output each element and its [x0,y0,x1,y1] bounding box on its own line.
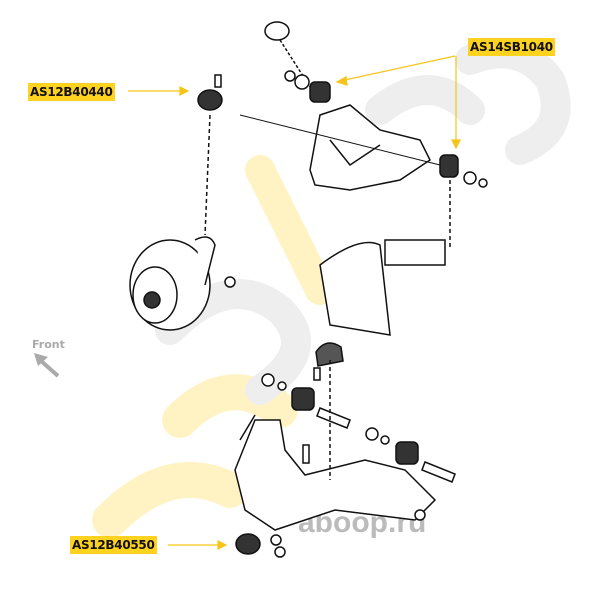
part-label-upper-arm-bushing[interactable]: AS14SB1040 [468,38,555,56]
lower-bushing-front [291,387,315,411]
front-direction-label: Front [32,338,65,351]
lower-arm-part [234,419,437,531]
lower-bushing-rear [395,441,419,465]
upper-ball-joint-part [197,89,223,111]
drawing-lines [129,21,488,558]
front-arrow-icon [34,353,60,378]
part-label-upper-ball-joint[interactable]: AS12B40440 [28,83,115,101]
cap-part [264,21,290,41]
shield-part [319,241,391,336]
part-label-lower-ball-joint[interactable]: AS12B40550 [70,536,157,554]
lower-ball-joint-part [235,533,261,555]
callout-arrows [128,55,461,550]
upper-bushing-part [309,81,331,103]
